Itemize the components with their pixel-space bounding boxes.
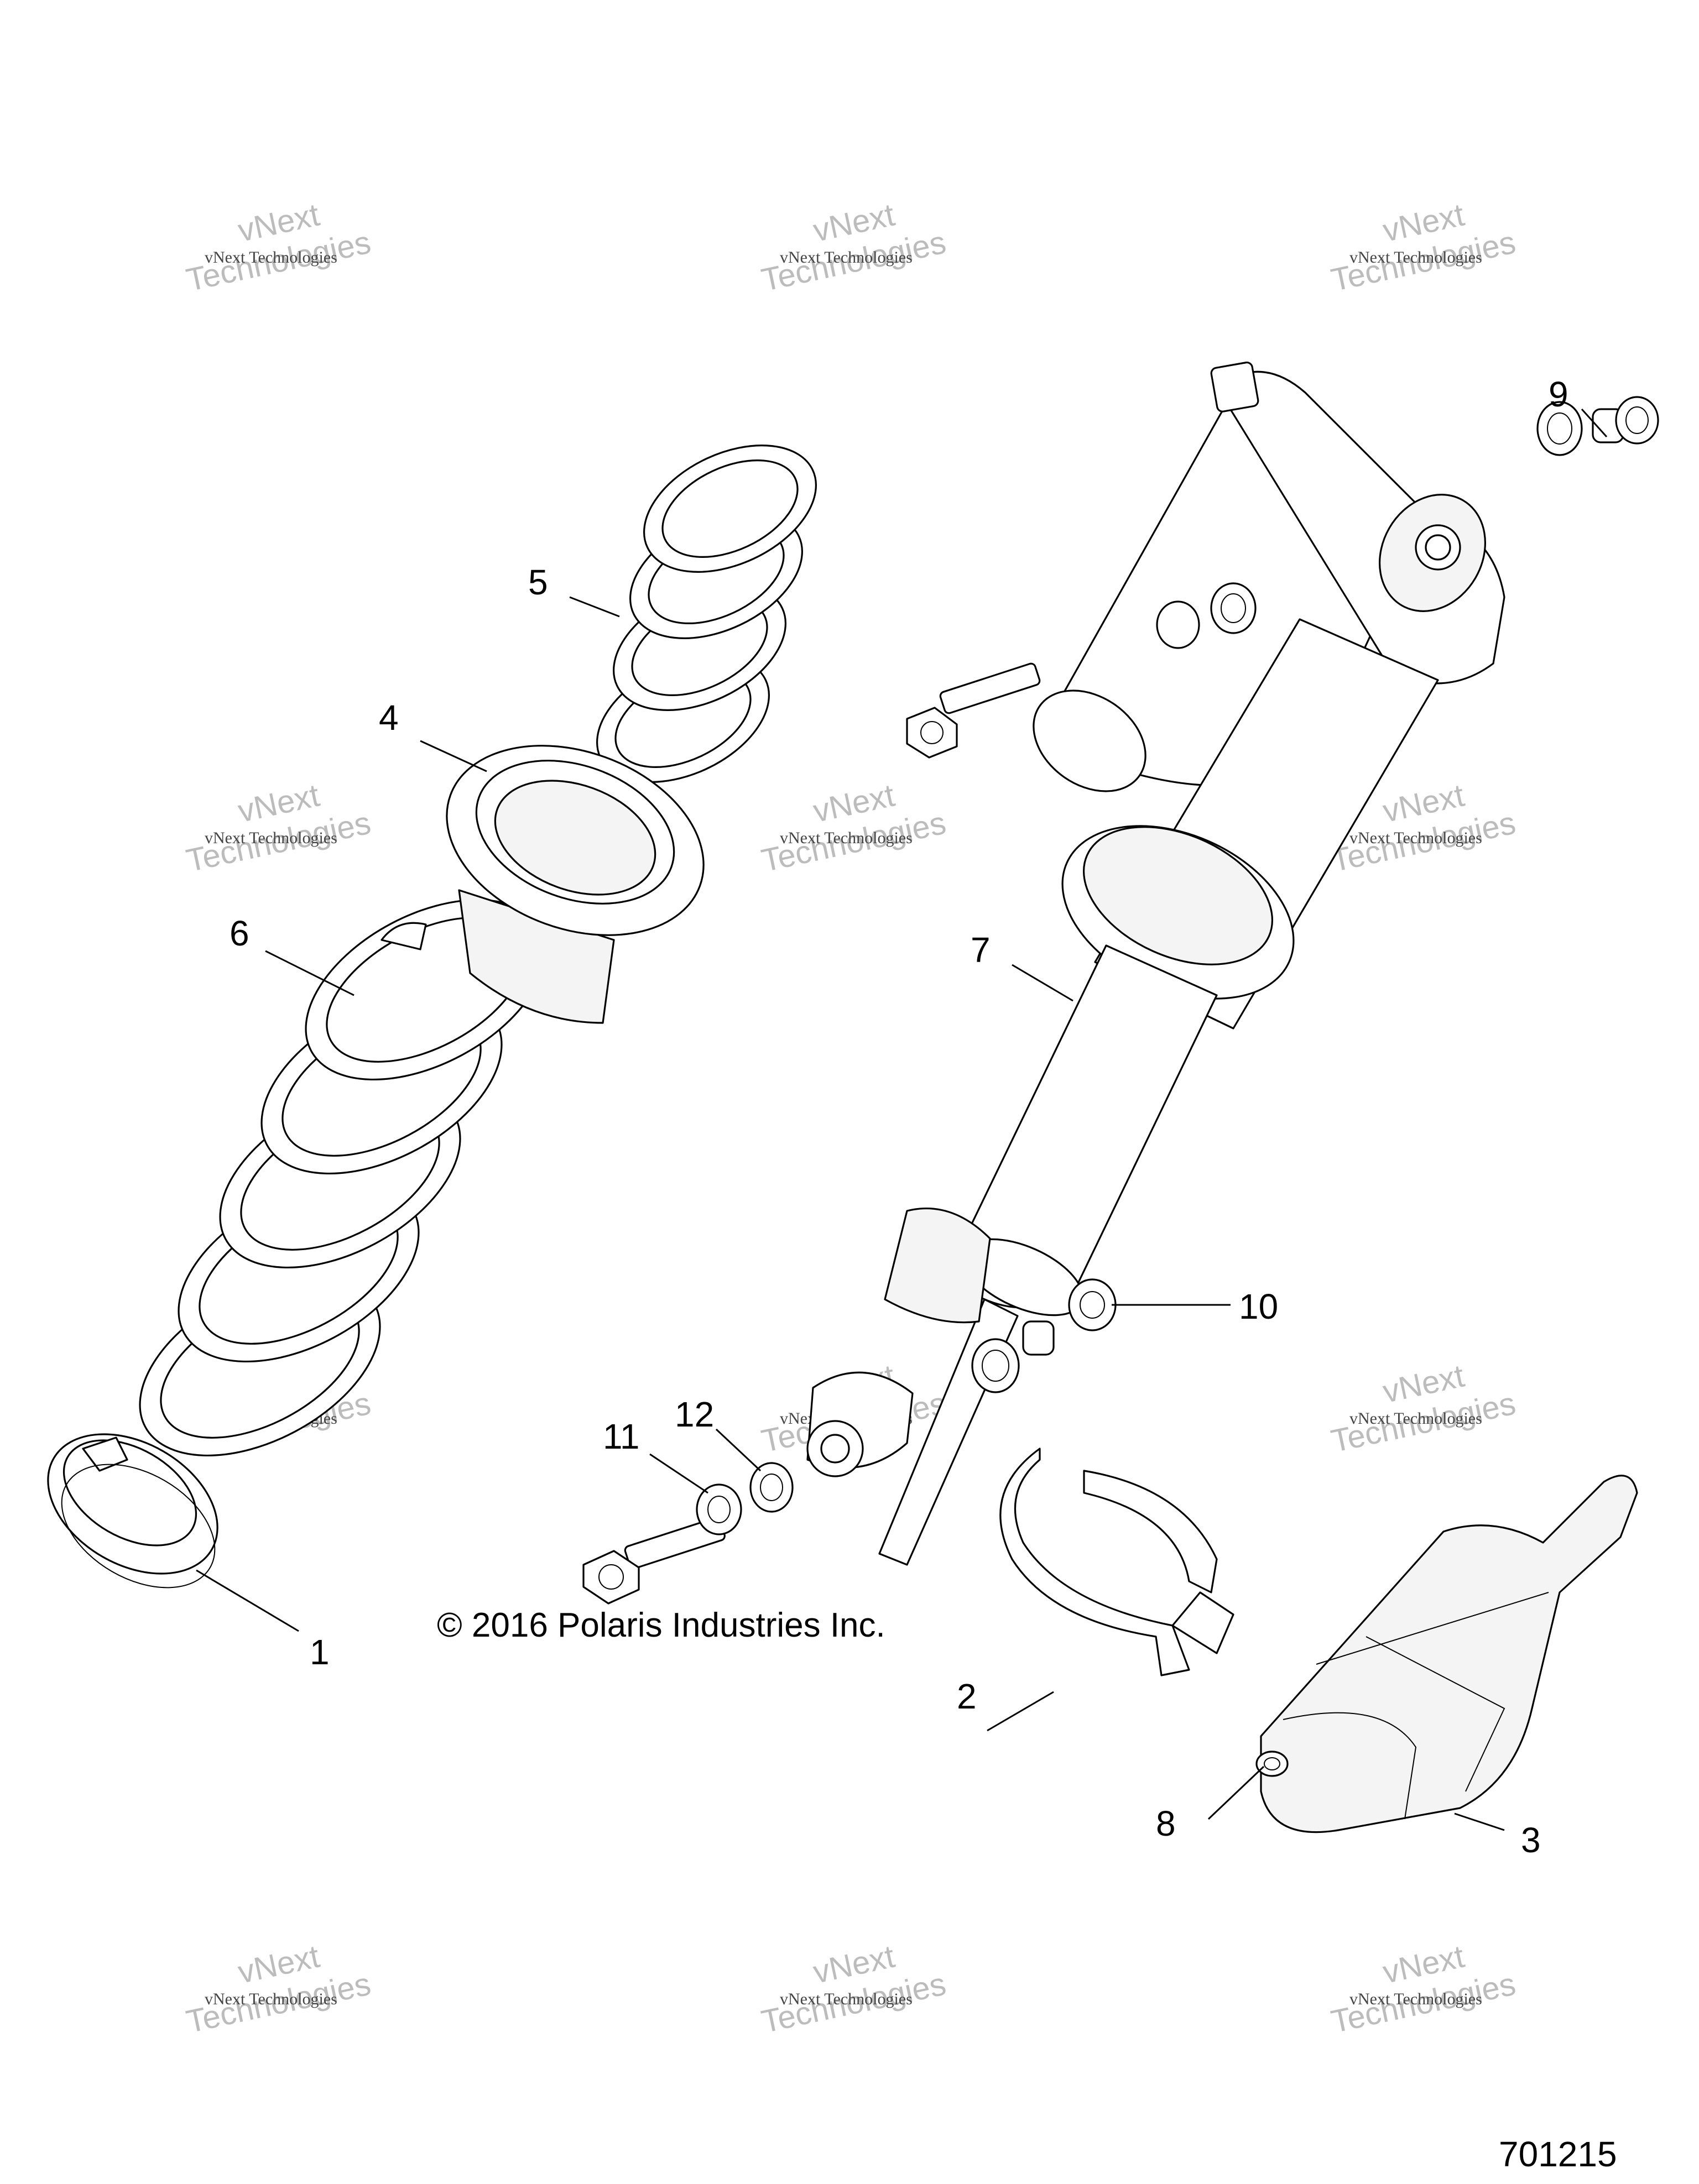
- watermark: vNext Technologies: [758, 197, 949, 299]
- spring-retainer-illustration: [47, 1433, 218, 1589]
- watermark-small-text: vNext Technologies: [1349, 248, 1482, 267]
- watermark-small-text: vNext Technologies: [205, 248, 337, 267]
- leader-line-6: [265, 950, 355, 996]
- leader-line-9: [1581, 408, 1608, 438]
- main-spring-illustration: [139, 898, 547, 1457]
- callout-4: 4: [379, 698, 399, 738]
- leader-lines: [196, 408, 1608, 1831]
- grommet-illustration: [1255, 1751, 1289, 1777]
- callout-labels: 1 2 3 4 5 6 7 8 9 10 11 12: [230, 374, 1568, 1860]
- watermark: vNext Technologies: [1328, 197, 1519, 299]
- watermark: vNext Technologies: [183, 777, 374, 879]
- leader-line-4: [420, 740, 487, 772]
- leader-line-12: [715, 1428, 762, 1472]
- callout-3: 3: [1521, 1820, 1541, 1860]
- callout-7: 7: [971, 930, 991, 970]
- callout-11: 11: [603, 1417, 639, 1456]
- leader-line-7: [1012, 964, 1073, 1002]
- leader-line-8: [1207, 1765, 1265, 1820]
- watermark: vNext Technologies: [758, 1939, 949, 2040]
- callout-12: 12: [675, 1394, 714, 1434]
- shock-guard-illustration: [1260, 1475, 1638, 1833]
- leader-line-2: [987, 1691, 1054, 1732]
- watermark-small-text: vNext Technologies: [205, 1990, 337, 2008]
- callout-1: 1: [310, 1632, 330, 1672]
- leader-line-5: [569, 596, 620, 618]
- callout-5: 5: [528, 562, 548, 602]
- watermark-small-text: vNext Technologies: [1349, 1990, 1482, 2008]
- callout-8: 8: [1156, 1804, 1176, 1843]
- watermark-small-text: vNext Technologies: [780, 829, 913, 847]
- watermark: vNext Technologies: [1328, 1358, 1519, 1460]
- pivot-bushing-top-illustration: [1156, 582, 1257, 649]
- washer-12-illustration: [749, 1462, 794, 1513]
- callout-9: 9: [1549, 374, 1568, 414]
- bracket-illustration: [999, 1448, 1234, 1676]
- watermark: vNext Technologies: [183, 1939, 374, 2040]
- hardware-10-illustration: [971, 1278, 1117, 1393]
- watermark: vNext Technologies: [758, 777, 949, 879]
- callout-10: 10: [1239, 1287, 1278, 1326]
- leader-line-1: [196, 1569, 299, 1632]
- tender-spring-illustration: [596, 445, 817, 783]
- bolt-lower-illustration: [582, 1517, 726, 1605]
- callout-2: 2: [957, 1676, 977, 1716]
- callout-6: 6: [230, 913, 249, 953]
- hardware-9-illustration: [1536, 396, 1659, 456]
- bushing-11-illustration: [696, 1483, 742, 1535]
- watermark: vNext Technologies: [1328, 1939, 1519, 2040]
- figure-number: 701215: [1499, 2134, 1617, 2174]
- bolt-top-illustration: [906, 662, 1041, 759]
- leader-line-3: [1454, 1812, 1505, 1831]
- watermark: vNext Technologies: [183, 197, 374, 299]
- copyright-text: © 2016 Polaris Industries Inc.: [437, 1606, 885, 1644]
- spring-adapter-illustration: [446, 745, 705, 1024]
- watermark-small-text: vNext Technologies: [1349, 829, 1482, 847]
- watermark-small-text: vNext Technologies: [780, 248, 913, 267]
- leader-line-11: [649, 1453, 708, 1494]
- watermark-small-text: vNext Technologies: [1349, 1409, 1482, 1428]
- watermark-small-text: vNext Technologies: [780, 1990, 913, 2008]
- watermark-small-text: vNext Technologies: [205, 829, 337, 847]
